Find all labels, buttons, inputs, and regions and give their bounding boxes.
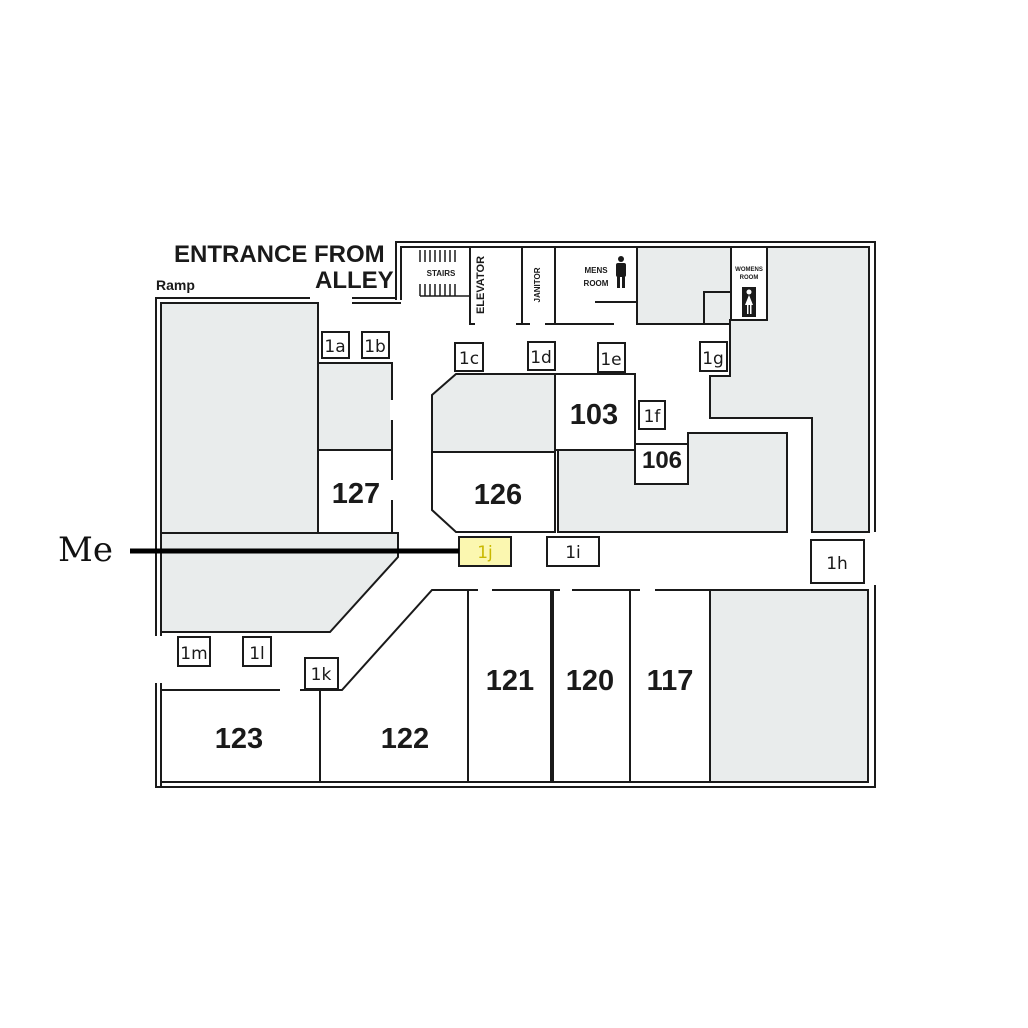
entrance-label-line2: ALLEY	[315, 267, 394, 294]
svg-text:1g: 1g	[702, 349, 724, 369]
tag-1e[interactable]: 1e	[597, 342, 626, 373]
west-block	[160, 302, 319, 534]
room-126-label: 126	[474, 479, 522, 511]
room-106-label: 106	[642, 447, 682, 474]
tag-1m[interactable]: 1m	[177, 636, 211, 667]
room-127-label: 127	[332, 478, 380, 510]
svg-text:1m: 1m	[180, 644, 207, 664]
tag-1g[interactable]: 1g	[699, 341, 728, 372]
tag-1i[interactable]: 1i	[546, 536, 600, 567]
tag-1c[interactable]: 1c	[454, 342, 484, 372]
ramp-label: Ramp	[156, 277, 195, 293]
room-117-label: 117	[647, 665, 694, 697]
mens-room-label-line2: ROOM	[584, 279, 609, 288]
tag-1j[interactable]: 1j	[458, 536, 512, 567]
southwest-block	[160, 532, 399, 633]
svg-text:1l: 1l	[249, 644, 265, 664]
door-gaps	[280, 400, 655, 692]
room-122-label: 122	[381, 723, 429, 755]
outer-walls	[155, 241, 876, 788]
mens-room-label-line1: MENS	[584, 266, 608, 275]
tag-1h[interactable]: 1h	[810, 539, 865, 584]
womens-room-label-line1: WOMENS	[735, 267, 763, 273]
stairs-icon	[419, 250, 470, 297]
svg-text:1k: 1k	[311, 665, 332, 685]
room-103-label: 103	[570, 399, 618, 431]
elevator-label: ELEVATOR	[475, 256, 487, 314]
tag-1f[interactable]: 1f	[638, 400, 666, 430]
room-126-upper	[431, 373, 556, 453]
janitor-label: JANITOR	[533, 267, 542, 302]
woman-icon	[742, 287, 756, 317]
southeast-block	[709, 589, 869, 783]
room-120-label: 120	[566, 665, 614, 697]
svg-text:1a: 1a	[324, 337, 345, 357]
womens-room-label-line2: ROOM	[740, 275, 759, 281]
room-121-label: 121	[486, 665, 534, 697]
room-103[interactable]	[554, 373, 636, 451]
storage-room	[636, 246, 732, 325]
tag-1d[interactable]: 1d	[527, 341, 556, 371]
svg-text:1d: 1d	[530, 348, 552, 368]
tag-1l[interactable]: 1l	[242, 636, 272, 667]
entrance-label-line1: ENTRANCE FROM	[174, 241, 385, 268]
room-126[interactable]	[431, 451, 556, 533]
svg-text:1i: 1i	[565, 543, 581, 563]
room-123-label: 123	[215, 723, 263, 755]
east-wing-block	[709, 246, 870, 533]
svg-text:1f: 1f	[644, 407, 662, 427]
room-106[interactable]	[634, 443, 689, 485]
tag-1b[interactable]: 1b	[361, 331, 390, 359]
tag-1a[interactable]: 1a	[321, 331, 350, 359]
svg-text:1h: 1h	[826, 554, 848, 574]
svg-text:1b: 1b	[364, 337, 386, 357]
stairs-label: STAIRS	[427, 269, 456, 278]
me-label: Me	[58, 530, 113, 570]
room-1ab	[317, 362, 393, 451]
room-127[interactable]	[317, 449, 393, 534]
tag-1k[interactable]: 1k	[304, 657, 339, 690]
svg-text:1e: 1e	[600, 350, 621, 370]
svg-text:1j: 1j	[477, 543, 493, 563]
service-area: STAIRS ELEVATOR JANITOR MENS ROOM	[419, 247, 636, 325]
man-icon	[616, 256, 626, 288]
room-121[interactable]	[467, 589, 552, 783]
svg-text:1c: 1c	[459, 349, 479, 369]
room-123[interactable]	[160, 689, 321, 783]
